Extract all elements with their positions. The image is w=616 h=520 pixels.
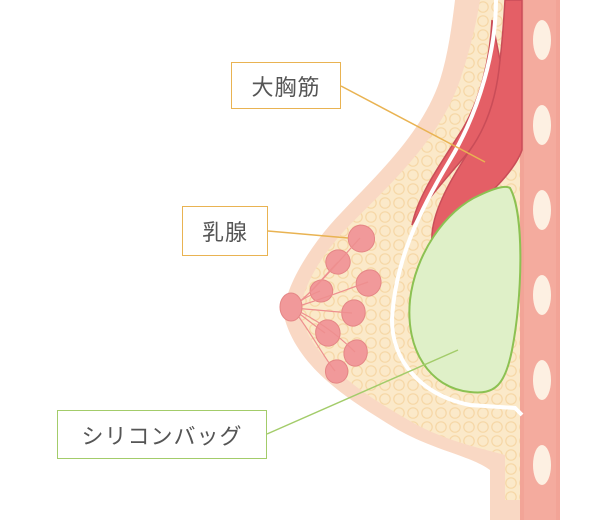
leader-line-muscle: [340, 85, 486, 163]
rib: [533, 445, 551, 485]
chest-wall-inner: [524, 0, 556, 520]
nipple: [279, 292, 303, 322]
rib: [533, 360, 551, 400]
label-silicone-bag: シリコンバッグ: [57, 410, 267, 459]
gland-lobule: [315, 319, 341, 347]
fascia-line: [389, 0, 524, 417]
label-pectoralis-major: 大胸筋: [231, 62, 341, 109]
rib: [533, 190, 551, 230]
gland-lobule: [355, 269, 382, 297]
gland-lobule: [343, 339, 368, 367]
ribs: [533, 20, 551, 485]
rib: [533, 275, 551, 315]
gland-lobule: [347, 224, 375, 253]
leader-line-gland: [267, 230, 349, 239]
rib: [533, 20, 551, 60]
gland-lobule: [341, 299, 366, 327]
leader-line-implant: [266, 349, 459, 435]
silicone-implant: [408, 185, 522, 394]
label-mammary-gland: 乳腺: [182, 206, 268, 256]
rib: [533, 105, 551, 145]
